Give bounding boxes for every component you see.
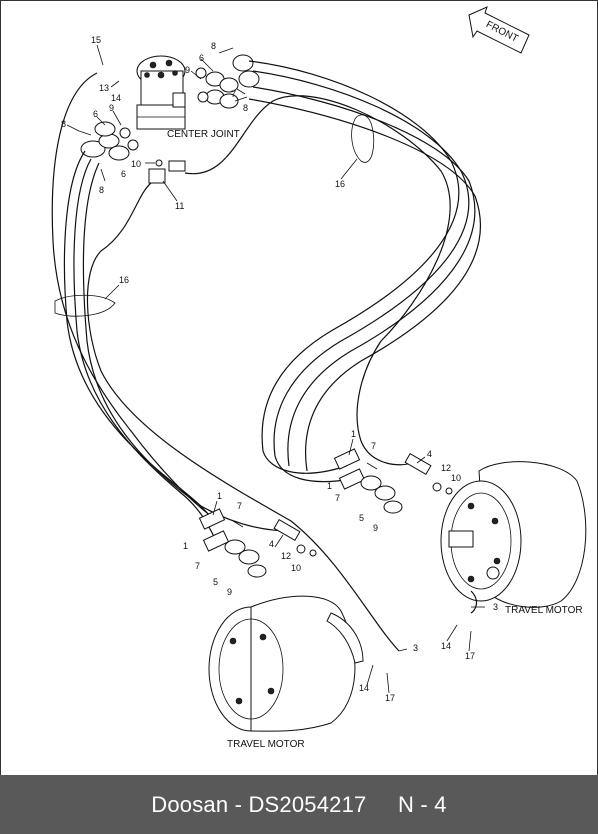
callout-10: 10 [451,473,461,483]
callout-17: 17 [385,693,395,703]
callout-14: 14 [359,683,369,693]
callout-7: 7 [371,441,376,451]
callout-17: 17 [465,651,475,661]
callout-6: 6 [93,109,98,119]
callout-1: 1 [217,491,222,501]
callout-12: 12 [441,463,451,473]
callout-3: 3 [413,643,418,653]
callout-1: 1 [327,481,332,491]
callout-6: 6 [199,53,204,63]
travel-motor-left [208,595,364,732]
callout-15: 15 [91,35,101,45]
callout-3: 3 [493,602,498,612]
callout-4: 4 [269,539,274,549]
callout-16: 16 [335,179,345,189]
hose-bundle-left [51,72,400,652]
callout-5: 5 [359,513,364,523]
callout-10: 10 [131,159,141,169]
callout-16: 16 [119,275,129,285]
hose-bundle-right [184,60,481,483]
flange-fittings-top [78,47,260,184]
callout-8: 8 [243,103,248,113]
travel-motor-right [440,461,587,614]
footer-part-number: DS2054217 [248,791,367,817]
callout-14: 14 [111,93,121,103]
fittings-right [333,448,453,514]
footer-page: N - 4 [398,791,447,817]
fittings-left [198,508,317,578]
callout-9: 9 [185,65,190,75]
callout-1: 1 [183,541,188,551]
travel-motor-right-label: TRAVEL MOTOR [505,605,583,616]
callout-9: 9 [373,523,378,533]
center-joint [136,55,186,130]
footer-bar: Doosan - DS2054217 N - 4 [0,775,598,834]
callouts: 15 8 6 9 13 14 7 8 6 9 8 10 6 8 11 16 16… [61,35,498,703]
footer-brand: Doosan [151,791,229,817]
callout-7: 7 [195,561,200,571]
callout-13: 13 [99,83,109,93]
callout-8: 8 [61,119,66,129]
callout-1: 1 [351,429,356,439]
hydraulic-hose-diagram: FRONT CENTER JOINT [51,6,587,750]
front-arrow-icon: FRONT [468,6,530,54]
leader-lines [66,44,485,694]
callout-7: 7 [335,493,340,503]
callout-9: 9 [109,103,114,113]
callout-12: 12 [281,551,291,561]
footer-separator: - [228,791,249,817]
footer-gap [366,792,398,818]
diagram-frame: FRONT CENTER JOINT [0,0,598,776]
callout-5: 5 [213,577,218,587]
callout-9: 9 [227,587,232,597]
center-joint-label: CENTER JOINT [167,129,240,140]
callout-7: 7 [231,89,236,99]
callout-4: 4 [427,449,432,459]
travel-motor-left-label: TRAVEL MOTOR [227,739,305,750]
callout-10: 10 [291,563,301,573]
callout-14: 14 [441,641,451,651]
callout-11: 11 [175,201,184,211]
callout-8: 8 [99,185,104,195]
callout-6: 6 [121,169,126,179]
callout-7: 7 [237,501,242,511]
callout-8: 8 [211,41,216,51]
